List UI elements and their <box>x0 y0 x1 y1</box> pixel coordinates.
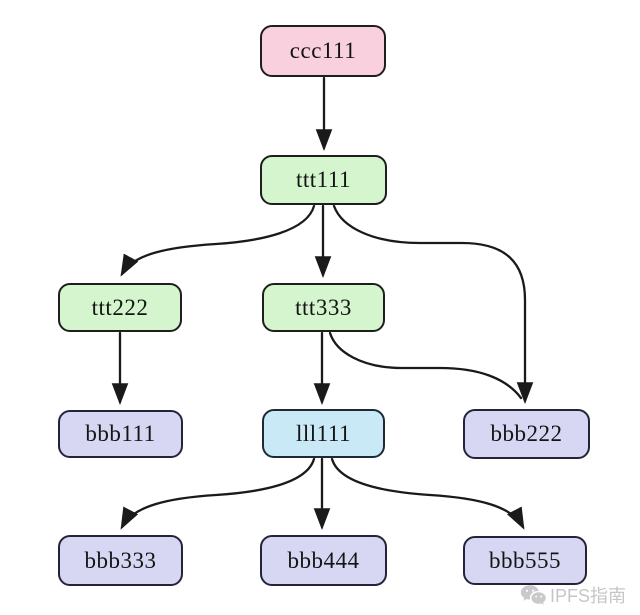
edge-ttt111-ttt222 <box>120 204 316 277</box>
node-label: bbb444 <box>287 547 360 573</box>
node-label: bbb333 <box>84 547 157 573</box>
edge-lll111-bbb333 <box>120 457 316 530</box>
node-lll111: lll111 <box>262 409 385 458</box>
node-ttt333: ttt333 <box>262 283 385 332</box>
node-bbb222: bbb222 <box>463 409 590 459</box>
edge-ttt333-bbb222 <box>328 331 523 400</box>
node-label: ttt333 <box>295 294 352 320</box>
node-label: bbb222 <box>490 421 563 446</box>
node-label: ttt111 <box>296 167 351 192</box>
node-label: bbb111 <box>85 421 156 446</box>
watermark-text: IPFS指南 <box>549 586 626 606</box>
edge-ttt111-bbb222 <box>332 204 534 405</box>
node-ttt222: ttt222 <box>58 283 182 332</box>
node-label: bbb555 <box>489 547 561 573</box>
node-label: ccc111 <box>289 38 357 63</box>
node-bbb444: bbb444 <box>260 535 387 586</box>
node-bbb111: bbb111 <box>58 410 183 458</box>
node-label: lll111 <box>296 420 351 446</box>
watermark: IPFS指南 <box>520 582 626 608</box>
node-label: ttt222 <box>91 294 149 320</box>
node-bbb555: bbb555 <box>463 536 587 585</box>
node-ttt111: ttt111 <box>260 155 387 205</box>
edge-lll111-bbb555 <box>330 457 525 530</box>
node-bbb333: bbb333 <box>58 535 183 586</box>
node-ccc111: ccc111 <box>260 25 386 77</box>
wechat-icon <box>520 584 546 606</box>
